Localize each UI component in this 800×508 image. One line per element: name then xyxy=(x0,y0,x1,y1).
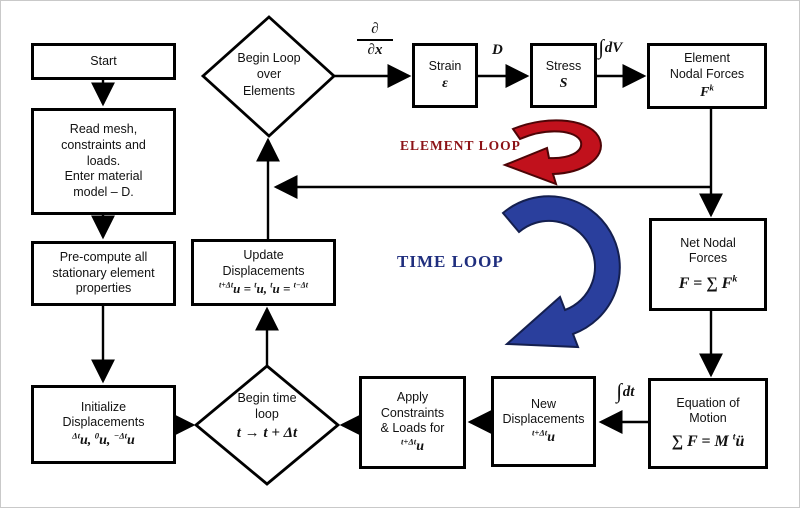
label-line: loads. xyxy=(86,153,121,168)
node-update-displacements: Update Displacements t+Δtu = tu, tu = t−… xyxy=(191,239,336,306)
label-line: Start xyxy=(90,53,117,68)
node-strain: Strain ε xyxy=(412,43,478,108)
label-line: Displacements xyxy=(502,412,585,427)
math-expression: t+Δtu xyxy=(401,436,424,454)
math-expression: ε xyxy=(442,76,448,92)
node-net-nodal-forces: Net Nodal Forces F = ∑ Fk xyxy=(649,218,767,311)
begin-time-diamond xyxy=(193,364,341,486)
label-line: Displacements xyxy=(222,264,305,279)
fraction-numerator: ∂ xyxy=(357,21,393,41)
node-initialize-displacements: Initialize Displacements Δtu, 0u, −Δtu xyxy=(31,385,176,464)
node-element-nodal-forces: Element Nodal Forces Fk xyxy=(647,43,767,109)
label-line: Enter material xyxy=(64,169,143,184)
label-line: over xyxy=(256,67,282,82)
label-line: Elements xyxy=(242,83,296,98)
math-expression: t+Δtu = tu, tu = t−Δt xyxy=(218,280,309,296)
edge-label-integral-dt: ∫dt xyxy=(616,379,634,404)
label-line: Update xyxy=(243,248,284,263)
node-stress: Stress S xyxy=(530,43,597,108)
node-begin-elements-label: Begin Loop over Elements xyxy=(208,50,330,99)
label-line: Net Nodal xyxy=(680,235,736,250)
label-line: constraints and xyxy=(61,138,146,153)
label-line: Displacements xyxy=(62,415,145,430)
label-line: Pre-compute all xyxy=(59,250,148,265)
math-expression: Fk xyxy=(700,81,714,100)
label-line: New xyxy=(530,396,556,411)
node-equation-of-motion: Equation of Motion ∑ F = M tü xyxy=(648,378,768,469)
label-line: Motion xyxy=(689,411,727,426)
label-line: loop xyxy=(255,407,279,422)
element-loop-arrow xyxy=(502,119,602,186)
label-line: Apply xyxy=(396,390,429,405)
time-loop-caption: TIME LOOP xyxy=(397,252,504,271)
node-new-displacements: New Displacements t+Δtu xyxy=(491,376,596,467)
math-expression: t → t + Δt xyxy=(236,424,298,441)
label-line: & Loads for xyxy=(380,421,445,436)
math-expression: Δtu, 0u, −Δtu xyxy=(72,430,135,449)
label-line: properties xyxy=(75,281,132,296)
label-line: stationary element xyxy=(52,265,155,280)
label-line: Read mesh, xyxy=(69,122,138,137)
label-line: Stress xyxy=(545,58,582,73)
edge-label-d-matrix: D xyxy=(492,42,503,59)
begin-elements-diamond xyxy=(200,15,337,138)
edge-label-partial-derivative: ∂ ∂x xyxy=(357,21,393,59)
label-line: Begin Loop xyxy=(237,51,301,65)
element-loop-caption: ELEMENT LOOP xyxy=(400,138,521,153)
label-line: Element xyxy=(684,51,730,66)
label-line: Equation of xyxy=(676,395,740,410)
label-line: D xyxy=(492,42,503,58)
node-apply-constraints: Apply Constraints & Loads for t+Δtu xyxy=(359,376,466,469)
math-expression: t+Δtu xyxy=(532,427,555,446)
label-line: Strain xyxy=(428,58,462,73)
node-begin-time-label: Begin time loop t → t + Δt xyxy=(201,390,333,442)
node-precompute: Pre-compute all stationary element prope… xyxy=(31,241,176,306)
edge-label-integral-dv: ∫dV xyxy=(598,35,622,60)
integral-sign: ∫ xyxy=(598,35,604,59)
label-line: Initialize xyxy=(80,399,127,414)
label-line: Nodal Forces xyxy=(669,66,745,81)
label-line: Begin time xyxy=(237,391,297,405)
label-line: dt xyxy=(622,384,635,400)
label-line: model – D. xyxy=(73,184,134,199)
node-start: Start xyxy=(31,43,176,80)
math-expression: ∑ F = M tü xyxy=(671,431,745,450)
math-expression: S xyxy=(559,76,568,92)
math-expression: F = ∑ Fk xyxy=(678,273,738,292)
label-line: dV xyxy=(604,40,623,56)
label-line: Forces xyxy=(688,251,728,266)
fraction-denominator: ∂x xyxy=(367,42,383,58)
node-read-mesh: Read mesh, constraints and loads. Enter … xyxy=(31,108,176,215)
time-loop-arrow xyxy=(501,195,621,349)
integral-sign: ∫ xyxy=(616,379,622,403)
label-line: Constraints xyxy=(380,405,445,420)
